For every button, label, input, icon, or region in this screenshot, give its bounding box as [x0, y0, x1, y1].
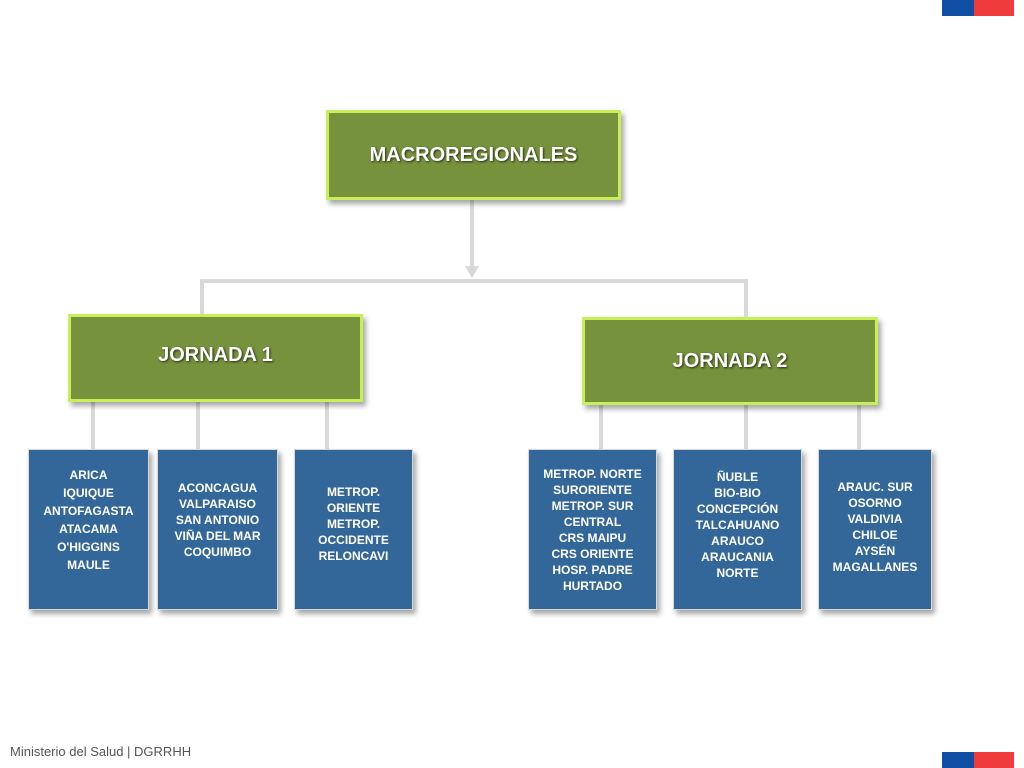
region-line: HURTADO: [562, 578, 623, 593]
region-line: ATACAMA: [59, 521, 118, 536]
jornada-1-node: JORNADA 1: [68, 314, 363, 402]
region-line: VALPARAISO: [179, 496, 256, 511]
region-line: OSORNO: [848, 495, 902, 510]
region-line: SAN ANTONIO: [175, 512, 260, 527]
region-line: CENTRAL: [563, 514, 622, 529]
region-line: MAGALLANES: [832, 559, 918, 574]
flag-blue-segment: [942, 752, 974, 768]
jornada-1-label: JORNADA 1: [158, 343, 273, 366]
jornada-1-group-3: METROP. ORIENTE METROP. OCCIDENTE RELONC…: [294, 449, 413, 610]
root-node-macroregionales: MACROREGIONALES: [326, 110, 621, 200]
region-line: METROP.: [326, 516, 381, 531]
region-line: O'HIGGINS: [57, 539, 120, 554]
region-line: ACONCAGUA: [177, 480, 258, 495]
region-line: CHILOE: [852, 527, 898, 542]
jornada-2-group-3: ARAUC. SUR OSORNO VALDIVIA CHILOE AYSÉN …: [818, 449, 932, 610]
region-line: ANTOFAGASTA: [43, 503, 134, 518]
arrow-head: [465, 266, 479, 278]
region-line: SURORIENTE: [553, 482, 632, 497]
region-line: COQUIMBO: [183, 544, 252, 559]
region-line: ARAUC. SUR: [837, 479, 913, 494]
flag-blue-segment: [942, 0, 974, 16]
region-line: ARICA: [69, 467, 108, 482]
region-line: METROP. SUR: [551, 498, 634, 513]
footer-text: Ministerio del Salud | DGRRHH: [10, 744, 192, 759]
region-line: CONCEPCIÓN: [696, 501, 779, 516]
region-line: OCCIDENTE: [318, 532, 389, 547]
flag-red-segment: [974, 0, 1014, 16]
region-line: METROP.: [326, 484, 381, 499]
region-line: CRS ORIENTE: [551, 546, 634, 561]
jornada-2-node: JORNADA 2: [582, 317, 878, 405]
region-line: RELONCAVI: [318, 548, 389, 563]
region-line: HOSP. PADRE: [552, 562, 633, 577]
jornada-1-group-2: ACONCAGUA VALPARAISO SAN ANTONIO VIÑA DE…: [157, 449, 278, 610]
connector-bar: [200, 279, 748, 317]
root-node-label: MACROREGIONALES: [369, 143, 578, 166]
region-line: MAULE: [67, 557, 110, 572]
region-line: IQUIQUE: [63, 485, 114, 500]
region-line: ORIENTE: [326, 500, 381, 515]
region-line: AYSÉN: [854, 543, 896, 558]
jornada-1-group-1: ARICA IQUIQUE ANTOFAGASTA ATACAMA O'HIGG…: [28, 449, 149, 610]
jornada-2-group-1: METROP. NORTE SURORIENTE METROP. SUR CEN…: [528, 449, 657, 610]
region-line: ARAUCANIA: [701, 549, 774, 564]
flag-stripe-top: [942, 0, 1014, 16]
region-line: CRS MAIPU: [558, 530, 627, 545]
region-line: METROP. NORTE: [543, 466, 642, 481]
region-line: BIO-BIO: [714, 485, 761, 500]
region-line: ÑUBLE: [716, 469, 759, 484]
region-line: VIÑA DEL MAR: [174, 528, 261, 543]
jornada-2-group-2: ÑUBLE BIO-BIO CONCEPCIÓN TALCAHUANO ARAU…: [673, 449, 802, 610]
flag-red-segment: [974, 752, 1014, 768]
region-line: NORTE: [716, 565, 759, 580]
region-line: TALCAHUANO: [695, 517, 780, 532]
jornada-2-label: JORNADA 2: [672, 349, 788, 372]
flag-stripe-bottom: [942, 752, 1014, 768]
region-line: ARAUCO: [711, 533, 764, 548]
region-line: VALDIVIA: [847, 511, 903, 526]
